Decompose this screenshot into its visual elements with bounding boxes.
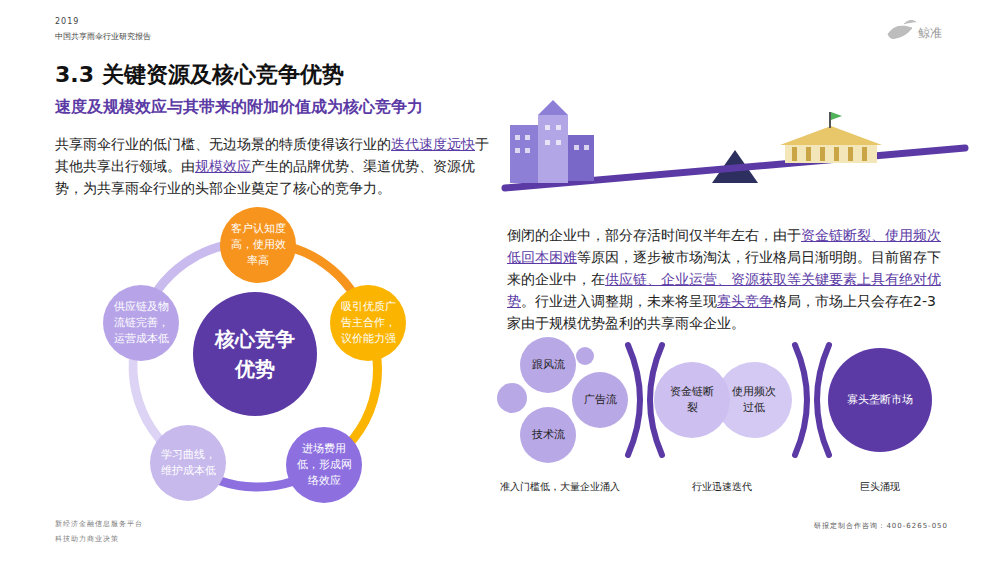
node-text: 寡头垄断市场 — [840, 392, 920, 408]
seesaw — [505, 100, 965, 188]
market-paragraph: 倒闭的企业中，部分存活时间仅半年左右，由于资金链断裂、使用频次低回本困难等原因，… — [507, 224, 947, 334]
subtitle: 速度及规模效应与其带来的附加价值成为核心竞争力 — [55, 97, 423, 118]
factor-circle: 寡头垄断市场 — [828, 348, 932, 452]
text-segment: 共享雨伞行业的低门槛、无边场景的特质使得该行业的 — [55, 136, 391, 152]
node-text: 核心竞争优势 — [213, 324, 297, 384]
factor-circle: 吸引优质广告主合作，议价能力强 — [330, 285, 406, 361]
intro-paragraph: 共享雨伞行业的低门槛、无边场景的特质使得该行业的迭代速度远快于其他共享出行领域。… — [55, 133, 495, 199]
factor-circle: 技术流 — [520, 407, 576, 463]
stage-caption: 行业迅速迭代 — [692, 480, 752, 494]
title: 3.3 关键资源及核心竞争优势 — [55, 60, 344, 90]
factor-circle: 使用频次过低 — [716, 362, 792, 438]
node-text: 客户认知度高，使用效率高 — [229, 221, 287, 268]
bubble — [497, 383, 527, 413]
logo-text: 鲸准 — [918, 25, 942, 42]
node-text: 跟风流 — [524, 357, 572, 373]
text-segment: 。行业进入调整期，未来将呈现 — [521, 293, 717, 309]
footer-text: 新经济金融信息服务平台 — [55, 519, 143, 529]
node-text: 进场费用低，形成网络效应 — [295, 441, 353, 488]
factor-circle: 广告流 — [572, 372, 628, 428]
node-text: 使用频次过低 — [731, 384, 777, 416]
node-text: 学习曲线，维护成本低 — [159, 447, 217, 479]
factor-circle: 供应链及物流链完善，运营成本低 — [103, 285, 179, 361]
node-text: 广告流 — [576, 392, 624, 408]
text-segment: 规模效应 — [195, 158, 251, 174]
footer-contact: 研报定制合作咨询：400-6265-050 — [814, 521, 948, 531]
header-report: 中国共享雨伞行业研究报告 — [55, 31, 151, 42]
factor-circle: 进场费用低，形成网络效应 — [286, 427, 362, 503]
bracket — [628, 345, 829, 455]
text-segment: 寡头竞争 — [717, 293, 773, 309]
factor-circle: 跟风流 — [520, 337, 576, 393]
node-text: 供应链及物流链完善，运营成本低 — [112, 299, 170, 346]
bubble — [576, 347, 594, 365]
node-text: 资金链断裂 — [669, 384, 715, 416]
node-text: 技术流 — [524, 427, 572, 443]
factor-circle: 客户认知度高，使用效率高 — [220, 207, 296, 283]
factor-circle: 学习曲线，维护成本低 — [150, 425, 226, 501]
stage-caption: 巨头涌现 — [860, 480, 900, 494]
text-segment: 迭代速度远快 — [391, 136, 475, 152]
text-segment: 倒闭的企业中，部分存活时间仅半年左右，由于 — [507, 227, 801, 243]
logo-whale — [888, 20, 916, 38]
node-text: 吸引优质广告主合作，议价能力强 — [338, 299, 398, 346]
stage-caption: 准入门槛低，大量企业涌入 — [500, 480, 620, 494]
header-year: 2019 — [55, 17, 79, 26]
footer-text: 科技助力商业决策 — [55, 534, 119, 544]
core-circle: 核心竞争优势 — [193, 292, 317, 416]
